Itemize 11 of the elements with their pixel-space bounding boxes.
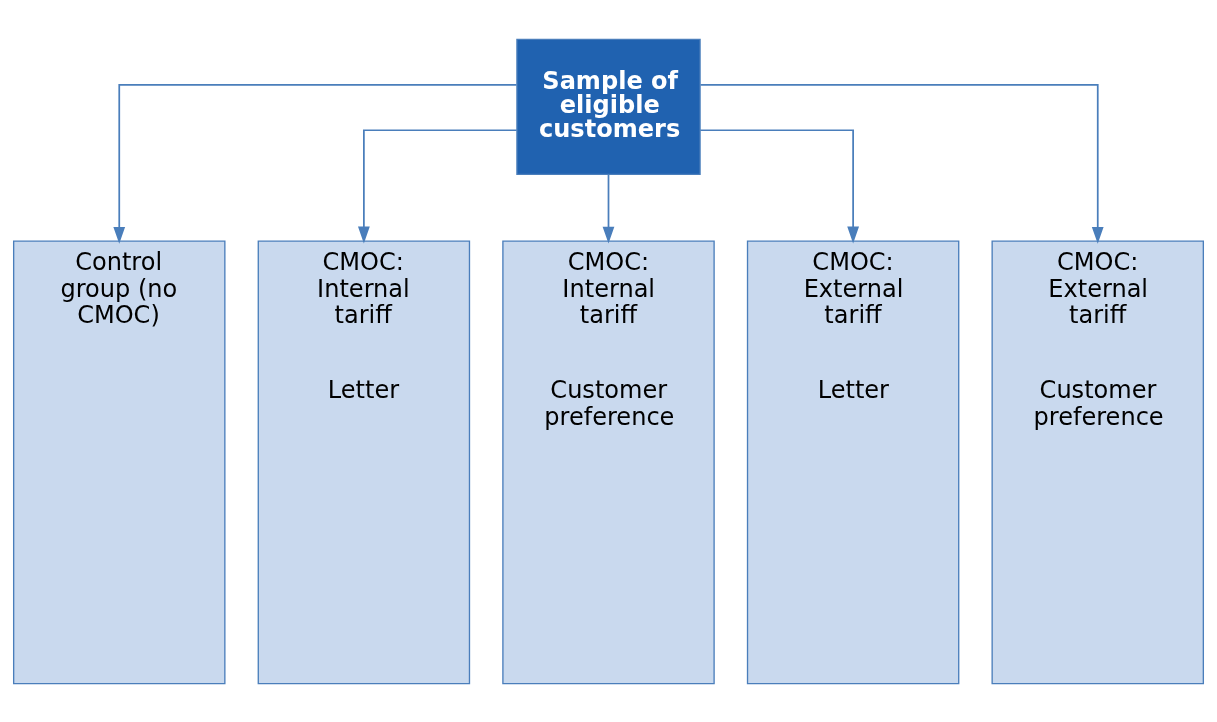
node-box: CMOC: Internal tariff Letter (257, 240, 471, 684)
node-box: CMOC: Internal tariff Customer preference (502, 240, 715, 684)
node-box: CMOC: External tariff Letter (746, 240, 960, 684)
arrow (113, 83, 518, 244)
arrow (699, 83, 1104, 244)
node-box: Sample of eligible customers (516, 38, 701, 175)
arrow (602, 173, 615, 244)
node-box: CMOC: External tariff Customer preference (991, 240, 1204, 684)
node-box: Control group (no CMOC) (13, 240, 226, 684)
arrow (357, 128, 518, 243)
arrow (699, 128, 860, 243)
